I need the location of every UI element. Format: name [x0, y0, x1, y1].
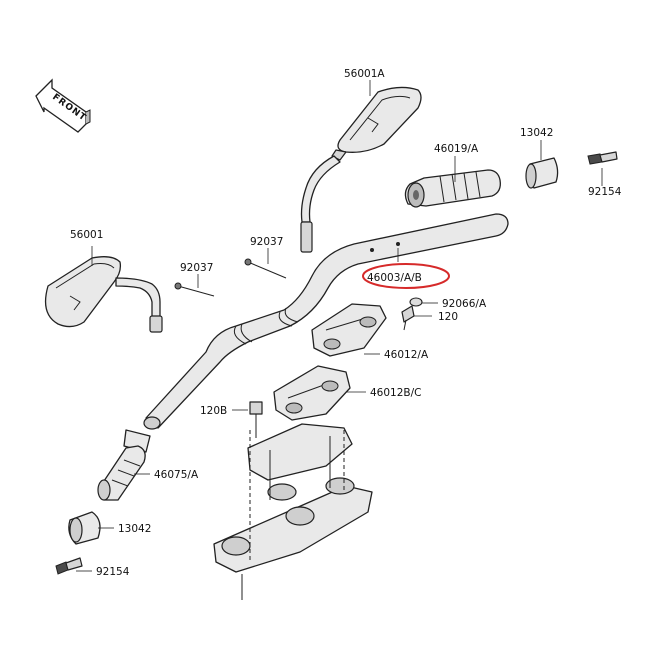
label-screw-right: 92154 — [588, 186, 622, 198]
label-grip-left: 46075/A — [154, 469, 199, 481]
label-grip-right: 46019/A — [434, 143, 479, 155]
clamp-bolt-left — [174, 282, 215, 297]
label-bolt-120: 120 — [438, 311, 458, 323]
upper-fork-bridge — [213, 423, 373, 600]
end-weight-left — [68, 511, 101, 545]
grip-right — [404, 169, 501, 208]
holder-lower — [273, 365, 351, 421]
washer — [409, 297, 423, 307]
screw-right — [587, 151, 618, 165]
holder-upper — [311, 303, 387, 357]
label-holder-upper: 46012/A — [384, 349, 429, 361]
label-washer: 92066/A — [442, 298, 487, 310]
label-clamp-bolt-center: 92037 — [250, 236, 283, 248]
bolt-120b — [249, 401, 263, 438]
grip-left — [97, 429, 151, 501]
front-arrow-icon: FRONT — [35, 78, 91, 133]
label-end-weight-right: 13042 — [520, 127, 553, 139]
handlebar — [143, 213, 509, 430]
mirror-right — [300, 86, 422, 253]
label-holder-lower: 46012B/C — [370, 387, 421, 399]
label-handlebar: 46003/A/B — [367, 272, 422, 284]
end-weight-right — [525, 157, 559, 189]
label-screw-left: 92154 — [96, 566, 130, 578]
screw-left — [55, 557, 83, 575]
clamp-bolt-center — [244, 258, 287, 279]
leader-lines — [76, 80, 603, 572]
part-labels: 56001A 13042 46019/A 92154 56001 92037 9… — [70, 68, 622, 578]
label-mirror-left: 56001 — [70, 229, 103, 241]
label-mirror-right: 56001A — [344, 68, 385, 80]
label-end-weight-left: 13042 — [118, 523, 151, 535]
mirror-left — [44, 256, 163, 333]
highlight-ellipse — [362, 263, 450, 289]
label-clamp-bolt-left: 92037 — [180, 262, 213, 274]
bolt-120 — [401, 305, 415, 331]
label-bolt-120b: 120B — [200, 405, 227, 417]
